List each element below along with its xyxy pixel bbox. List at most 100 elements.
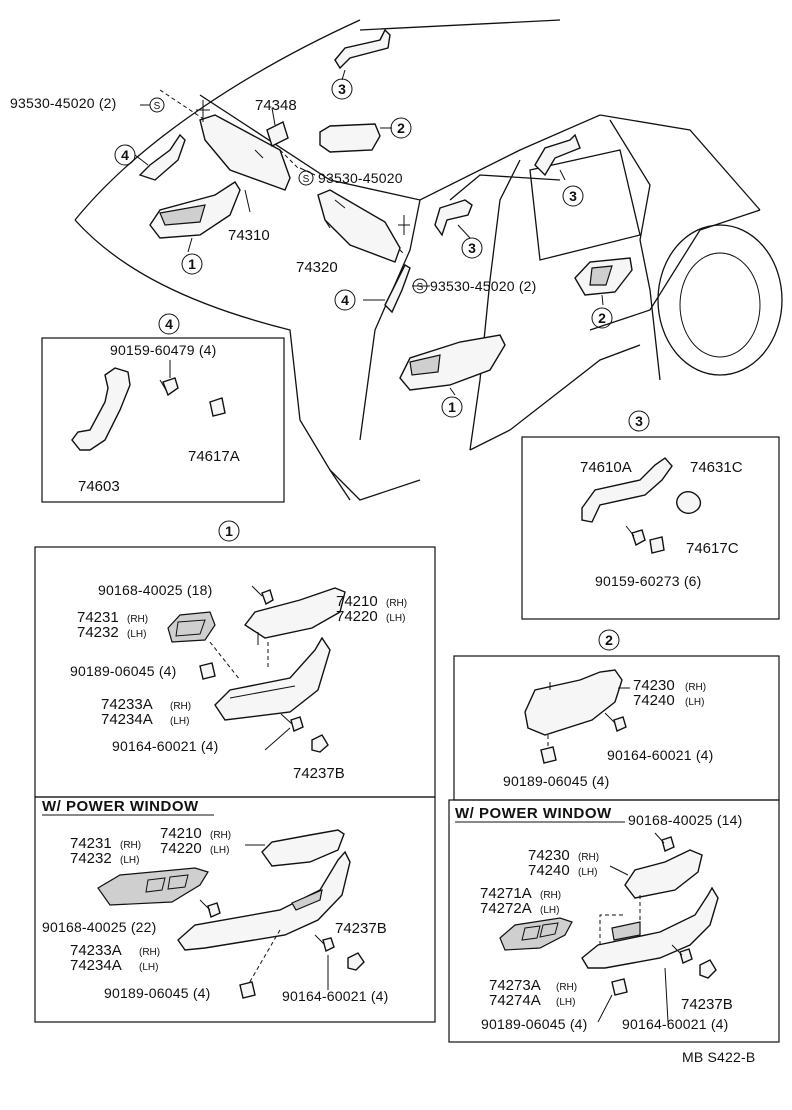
- label-box2pw-armrest-lh: 74240: [528, 862, 570, 879]
- label-visor-rh-screw: 93530-45020 (2): [430, 278, 537, 294]
- label-box2pw-bezel-rh: 74271A: [480, 885, 532, 902]
- svg-text:(LH): (LH): [578, 867, 597, 878]
- svg-text:(LH): (LH): [540, 905, 559, 916]
- label-box3-screw: 90159-60273 (6): [595, 573, 702, 589]
- overview-leaders: [134, 69, 604, 396]
- callout-2-top: 2: [390, 117, 412, 139]
- label-box1pw-base-rh: 74233A: [70, 942, 122, 959]
- svg-text:(LH): (LH): [139, 962, 158, 973]
- svg-text:(RH): (RH): [139, 947, 160, 958]
- svg-text:(RH): (RH): [210, 830, 231, 841]
- screw-marker-s-3: S: [412, 278, 428, 294]
- armrest-pw-74230: [624, 849, 703, 899]
- label-clip-74348: 74348: [255, 97, 297, 114]
- svg-text:4: 4: [341, 292, 349, 308]
- assist-grip-mid: [434, 199, 473, 237]
- callout-4-mid: 4: [334, 289, 356, 311]
- label-box1-base-lh: 74234A: [101, 711, 153, 728]
- box-3: 3 74610A 74631C 74617C 90159-60273 (6): [521, 410, 780, 620]
- svg-text:(RH): (RH): [386, 598, 407, 609]
- label-box1pw-screw-bottom: 90164-60021 (4): [282, 988, 389, 1004]
- assist-grip-upper: [334, 28, 391, 70]
- svg-text:S: S: [303, 174, 310, 185]
- screw-icon-box3: [625, 525, 646, 547]
- label-box2pw-base-lh: 74274A: [489, 992, 541, 1009]
- svg-text:1: 1: [448, 399, 456, 415]
- label-box2-armrest-lh: 74240: [633, 692, 675, 709]
- clip-74617c-icon: [649, 536, 665, 554]
- svg-text:(RH): (RH): [578, 852, 599, 863]
- svg-text:(LH): (LH): [685, 697, 704, 708]
- label-box1-armrest-lh: 74220: [336, 608, 378, 625]
- svg-text:(LH): (LH): [120, 855, 139, 866]
- svg-text:2: 2: [605, 632, 613, 648]
- sun-visor-rh: [317, 189, 401, 263]
- label-box4-handle: 74603: [78, 478, 120, 495]
- label-visor-lh: 74310: [228, 227, 270, 244]
- screw-icon-box1: [251, 585, 274, 606]
- screw-icon-box2: [604, 712, 627, 732]
- cover-74631c: [676, 491, 702, 514]
- svg-text:3: 3: [635, 413, 643, 429]
- cap-pw-icon: [347, 952, 365, 971]
- svg-text:2: 2: [397, 120, 405, 136]
- svg-text:1: 1: [188, 256, 196, 272]
- svg-text:3: 3: [569, 188, 577, 204]
- svg-text:3: 3: [338, 81, 346, 97]
- assist-grip-74610a: [581, 457, 673, 523]
- clip-icon-box2pw: [611, 978, 628, 996]
- screw-icon-box1pw: [199, 899, 221, 918]
- svg-text:4: 4: [165, 316, 173, 332]
- label-visor-rh: 74320: [296, 259, 338, 276]
- cap-pw2-icon: [699, 959, 717, 979]
- screw-marker-s-1: S: [149, 97, 165, 113]
- label-box2pw-screw-bottom: 90164-60021 (4): [622, 1016, 729, 1032]
- screw-icon-box2pw-top: [654, 832, 675, 852]
- label-box1-screw-top: 90168-40025 (18): [98, 582, 213, 598]
- screw-icon-box1-bottom: [280, 713, 304, 732]
- svg-text:(LH): (LH): [170, 716, 189, 727]
- door-armrest-front-overview: [149, 181, 241, 239]
- label-box2pw-base-rh: 74273A: [489, 977, 541, 994]
- assist-grip-left: [138, 133, 186, 181]
- label-box1-cap: 74237B: [293, 765, 345, 782]
- clip-icon-box1: [199, 662, 216, 680]
- label-box1pw-cap: 74237B: [335, 920, 387, 937]
- clip-icon-box2: [540, 746, 557, 764]
- box-4: 4 90159-60479 (4) 74617A 74603: [41, 313, 285, 503]
- label-box2-screw: 90164-60021 (4): [607, 747, 714, 763]
- label-box1pw-bezel-lh: 74232: [70, 850, 112, 867]
- label-visor-screw-left: 93530-45020 (2): [10, 95, 117, 111]
- sun-visor-lh: [199, 114, 291, 191]
- label-box4-screw: 90159-60479 (4): [110, 342, 217, 358]
- armrest-2-overview: [319, 123, 381, 153]
- label-box1pw-bezel-rh: 74231: [70, 835, 112, 852]
- box-1: 1 90168-40025 (18) 74210 (RH) 74220 (LH)…: [34, 520, 436, 798]
- armrest-pw-74210: [261, 829, 345, 867]
- label-box1pw-armrest-rh: 74210: [160, 825, 202, 842]
- label-box1pw-armrest-lh: 74220: [160, 840, 202, 857]
- svg-text:(RH): (RH): [170, 701, 191, 712]
- callout-1-mid: 1: [441, 396, 463, 418]
- label-box2pw-armrest-rh: 74230: [528, 847, 570, 864]
- door-armrest-middle-overview: [399, 334, 506, 391]
- label-box1pw-clip: 90189-06045 (4): [104, 985, 211, 1001]
- box-1-power-window: W/ POWER WINDOW 74231 (RH) 74232 (LH) 74…: [34, 796, 436, 1023]
- door-armrest-rear-overview: [574, 257, 633, 296]
- svg-text:(LH): (LH): [210, 845, 229, 856]
- label-box3-clip: 74617C: [686, 540, 739, 557]
- label-box2pw-screw-top: 90168-40025 (14): [628, 812, 743, 828]
- assist-grip-pillar: [384, 264, 411, 314]
- label-box1-bezel-rh: 74231: [77, 609, 119, 626]
- header-box1pw: W/ POWER WINDOW: [42, 798, 199, 815]
- screw-icon-box2pw-bottom: [671, 944, 693, 964]
- screw-cross-icon: [196, 100, 410, 235]
- label-box3-cover: 74631C: [690, 459, 743, 476]
- armrest-base-pw-74273a: [581, 886, 719, 969]
- svg-text:(LH): (LH): [127, 629, 146, 640]
- box-2-power-window: W/ POWER WINDOW 90168-40025 (14) 74230 (…: [448, 799, 780, 1043]
- svg-text:4: 4: [121, 147, 129, 163]
- label-box2pw-bezel-lh: 74272A: [480, 900, 532, 917]
- callout-3-top: 3: [331, 78, 353, 100]
